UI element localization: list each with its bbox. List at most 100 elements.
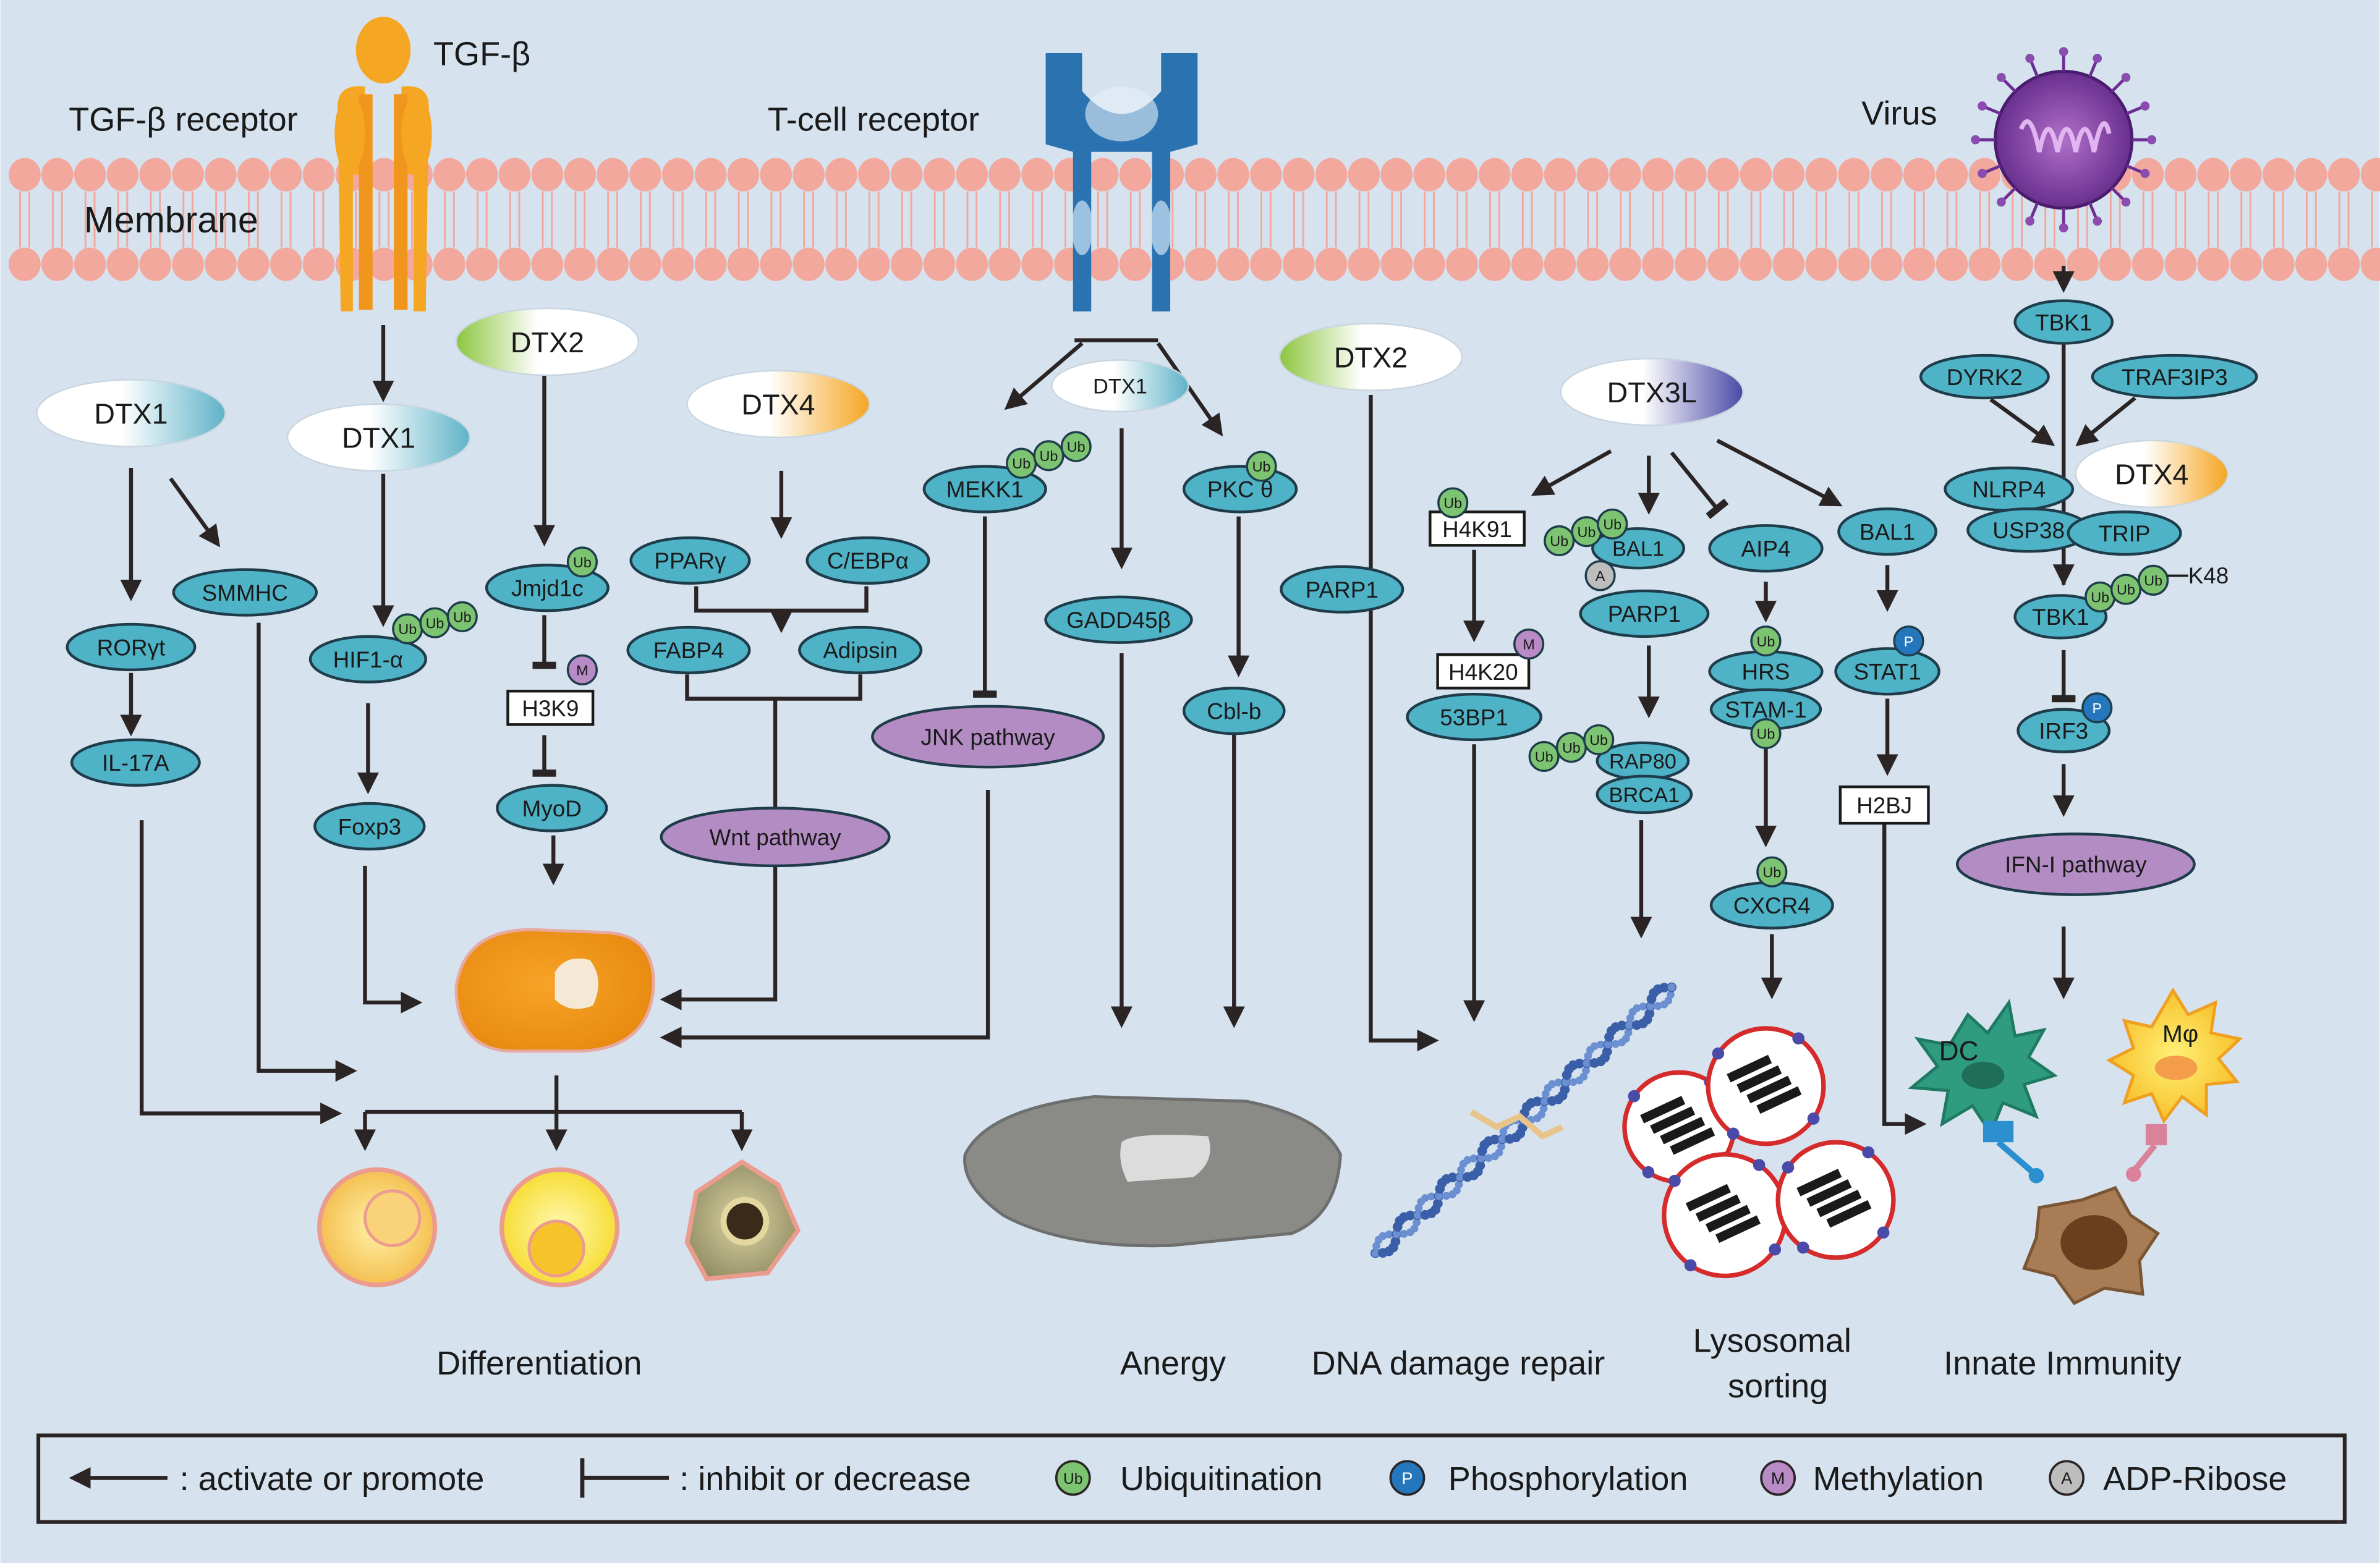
dna-strand-bead <box>1442 1192 1450 1200</box>
membrane-lipid-tail <box>1652 191 1664 248</box>
node-label: DTX4 <box>741 389 815 421</box>
node-label: DTX2 <box>511 326 584 358</box>
membrane-lipid-tail <box>1685 191 1696 248</box>
membrane-bead <box>2067 247 2099 281</box>
virus-spike-tip <box>1971 135 1981 145</box>
dna-strand-bead <box>1477 1154 1485 1163</box>
mark-p: P <box>1893 625 1924 657</box>
membrane-lipid-tail <box>2109 191 2121 248</box>
differentiated-cell-1 <box>317 1167 438 1287</box>
membrane-bead <box>1446 247 1478 281</box>
membrane-bead <box>270 247 302 281</box>
membrane-lipid-tail <box>737 191 749 248</box>
virus-spike-tip <box>2121 72 2131 82</box>
lysosome-cargo <box>1670 1127 1715 1155</box>
node-il17a: IL-17A <box>70 738 201 787</box>
membrane-lipid-tail <box>476 191 488 248</box>
membrane-bead <box>531 158 564 192</box>
membrane-lipid-tail <box>607 191 618 248</box>
membrane-lipid-tail <box>1587 191 1599 248</box>
node-label: DYRK2 <box>1947 365 2023 390</box>
box-h3k9: H3K9 <box>506 690 595 726</box>
membrane-lipid-tail <box>444 191 455 248</box>
lysosome-cargo <box>1650 1106 1696 1134</box>
dna-strand-bead <box>1532 1096 1542 1107</box>
dna-strand-bead <box>1421 1194 1429 1202</box>
dna-strand-bead <box>1455 1180 1463 1188</box>
mark-ub: Ub <box>1750 718 1782 750</box>
dna-strand-bead <box>1554 1078 1563 1086</box>
mark-ub: Ub <box>1060 431 1092 462</box>
mark-glyph: M <box>576 662 588 678</box>
membrane-bead <box>1315 158 1348 192</box>
membrane-lipid-tail <box>966 191 978 248</box>
membrane-bead <box>825 247 857 281</box>
membrane-lipid-tail <box>1456 191 1468 248</box>
box-label: H4K20 <box>1448 659 1518 685</box>
membrane-bead <box>1838 247 1870 281</box>
mark-ub: Ub <box>1528 740 1560 773</box>
node-label: BAL1 <box>1612 538 1664 561</box>
membrane-bead <box>1413 247 1445 281</box>
membrane-bead <box>1413 158 1445 192</box>
lysosome-dot <box>1782 1161 1795 1174</box>
node-label: MyoD <box>522 796 582 821</box>
membrane-lipid-tail <box>1391 191 1403 248</box>
membrane-bead <box>2164 158 2197 192</box>
mark-glyph: Ub <box>1589 732 1608 748</box>
membrane-bead <box>1478 247 1511 281</box>
dna-strand-bead <box>1456 1173 1464 1182</box>
mark-glyph: Ub <box>1578 524 1596 540</box>
membrane-bead <box>2295 158 2327 192</box>
membrane-lipid-tail <box>1554 191 1566 248</box>
membrane-lipid-tail <box>1816 191 1827 248</box>
membrane-bead <box>302 247 335 281</box>
virus-spike-tip <box>2093 54 2102 63</box>
mark-glyph: Ub <box>573 554 592 570</box>
node-label: Jmjd1c <box>511 575 584 601</box>
membrane-lipid-tail <box>1489 191 1500 248</box>
node-label: TRAF3IP3 <box>2122 365 2228 390</box>
membrane-bead <box>694 247 727 281</box>
dna-repair-label: DNA damage repair <box>1312 1345 1605 1382</box>
legend-phosphorylation-text: Phosphorylation <box>1448 1460 1688 1497</box>
membrane-bead <box>1217 158 1249 192</box>
membrane-bead <box>1772 158 1805 192</box>
lysosome-cargo <box>1796 1169 1842 1197</box>
membrane-lipid-tail <box>247 191 259 248</box>
lysosome-cargo <box>1695 1194 1741 1222</box>
mark-ub: Ub <box>1583 724 1615 755</box>
virus-spike-tip <box>2147 135 2157 145</box>
mark-ub: Ub <box>1555 732 1587 763</box>
membrane-bead <box>956 158 988 192</box>
node-hif1a: HIF1-α <box>308 635 427 684</box>
virus-spike-tip <box>2059 47 2068 56</box>
node-label: BAL1 <box>1859 519 1915 544</box>
membrane-lipid-tail <box>2012 191 2023 248</box>
dna-strand-bead <box>1433 1198 1443 1209</box>
node-ppary: PPARγ <box>629 536 751 585</box>
membrane-lipid-tail <box>1881 191 1892 248</box>
lysosome-dot <box>1668 1174 1681 1187</box>
node-cxcr4: CXCR4 <box>1709 881 1834 930</box>
mark-p: P <box>2081 692 2113 724</box>
lysosome-dot <box>1877 1226 1890 1239</box>
dna-strand-bead <box>1484 1154 1493 1162</box>
dna-strand-bead <box>1475 1161 1485 1171</box>
membrane-bead <box>172 158 204 192</box>
mark-ub: Ub <box>2138 564 2169 596</box>
node-jnk: JNK pathway <box>871 705 1105 769</box>
mark-glyph: Ub <box>1535 749 1553 765</box>
membrane-bead <box>564 158 597 192</box>
membrane-lipid-tail <box>378 191 390 248</box>
lysosome-cargo <box>1685 1184 1731 1212</box>
membrane-lipid-tail <box>1195 191 1207 248</box>
membrane-bead <box>1119 247 1152 281</box>
membrane-bead <box>694 158 727 192</box>
membrane-lipid-tail <box>2240 191 2251 248</box>
node-label: DTX2 <box>1334 341 1408 373</box>
mark-ub: Ub <box>1437 487 1469 519</box>
membrane-bead <box>2295 247 2327 281</box>
dna-strand-bead <box>1583 1059 1591 1067</box>
anergy-label: Anergy <box>1120 1345 1226 1382</box>
